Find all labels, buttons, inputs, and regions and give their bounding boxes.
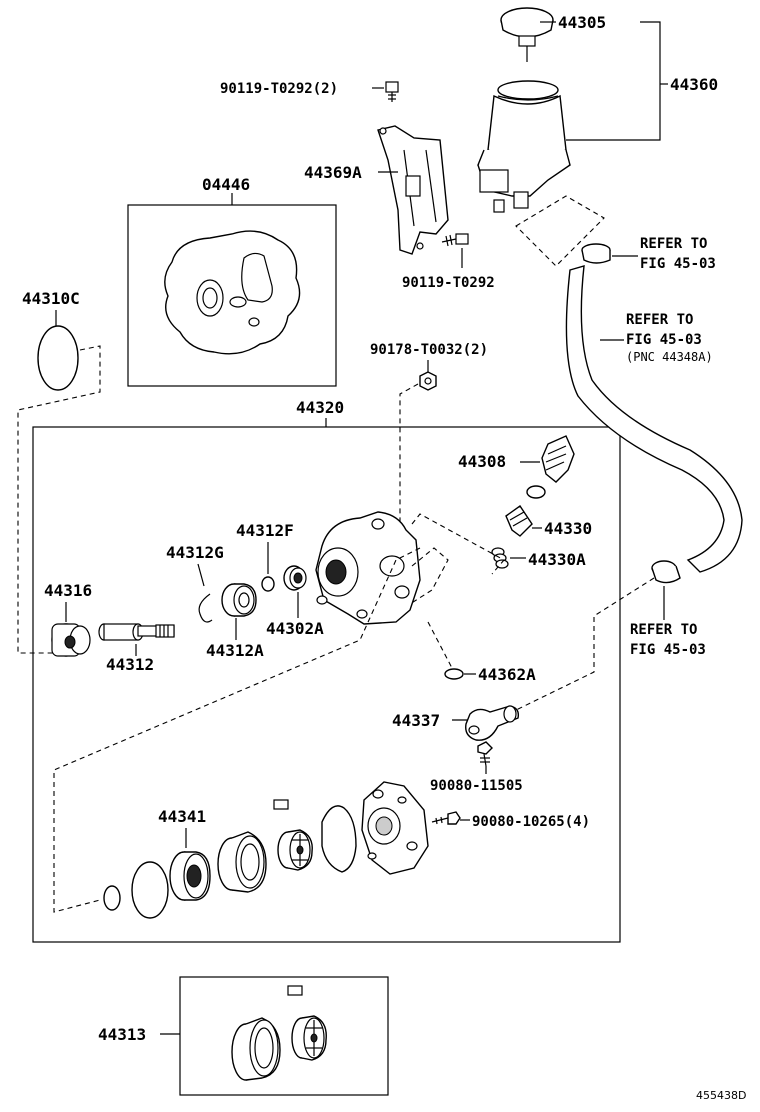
rotor-part: [273, 799, 313, 871]
cam-ring-kit-frame: [179, 976, 389, 1096]
label-90119-T0292-2: 90119-T0292(2): [220, 81, 338, 97]
bolt-90119-T0292-bottom: [441, 233, 469, 247]
pump-assembly-frame: [32, 426, 621, 943]
o-ring-44362A-part: [444, 668, 464, 680]
bolt-90119-T0292-top: [385, 81, 399, 102]
valve-44330-part: [505, 505, 533, 537]
label-44337: 44337: [392, 711, 440, 730]
o-ring-large-part: [131, 861, 169, 919]
label-44312: 44312: [106, 655, 154, 674]
refer-to-fig-1-line2: FIG 45-03: [640, 256, 716, 272]
side-plate-part: [169, 851, 211, 901]
o-ring-44312F-part: [261, 576, 275, 592]
label-44310C: 44310C: [22, 289, 80, 308]
rear-gasket-part: [321, 805, 357, 873]
refer-to-fig-3-line1: REFER TO: [630, 622, 697, 638]
label-90080-11505: 90080-11505: [430, 778, 523, 794]
rear-housing-part: [361, 781, 429, 875]
label-44313: 44313: [98, 1025, 146, 1044]
cam-ring-part: [217, 831, 267, 893]
rotor-kit-part: [287, 985, 327, 1061]
label-44316: 44316: [44, 581, 92, 600]
pump-front-housing-part: [315, 511, 421, 625]
label-44312F: 44312F: [236, 521, 294, 540]
label-44330: 44330: [544, 519, 592, 538]
refer-to-fig-1-line1: REFER TO: [640, 236, 707, 252]
refer-to-fig-2-line3: (PNC 44348A): [626, 350, 713, 364]
bolt-90080-10265-part: [431, 811, 461, 825]
pulley-44316-part: [51, 623, 91, 657]
reservoir-cap-part: [500, 7, 554, 62]
label-44305: 44305: [558, 13, 606, 32]
figure-id: 455438D: [696, 1089, 746, 1102]
label-44341: 44341: [158, 807, 206, 826]
label-04446: 04446: [202, 175, 250, 194]
refer-to-fig-3-line2: FIG 45-03: [630, 642, 706, 658]
label-44308: 44308: [458, 452, 506, 471]
oil-seal-44302A-part: [283, 565, 307, 591]
bolt-90080-11505-part: [477, 741, 493, 767]
return-hose-part: [565, 265, 743, 573]
spring-44330A-part: [491, 547, 509, 569]
label-90080-10265-4: 90080-10265(4): [472, 814, 590, 830]
shaft-44312-part: [98, 623, 175, 641]
refer-to-fig-2-line1: REFER TO: [626, 312, 693, 328]
label-44360: 44360: [670, 75, 718, 94]
label-44312A: 44312A: [206, 641, 264, 660]
label-44320: 44320: [296, 398, 344, 417]
bearing-44312A-part: [221, 583, 257, 617]
snap-ring-44312G-part: [198, 593, 213, 623]
label-44330A: 44330A: [528, 550, 586, 569]
refer-to-fig-2-line2: FIG 45-03: [626, 332, 702, 348]
label-44362A: 44362A: [478, 665, 536, 684]
label-90119-T0292: 90119-T0292: [402, 275, 495, 291]
label-90178-T0032-2: 90178-T0032(2): [370, 342, 488, 358]
o-ring-44308-part: [526, 485, 546, 499]
hose-clamp-upper: [581, 243, 611, 264]
union-fitting-44337-part: [465, 705, 520, 741]
reservoir-bracket-part: [377, 125, 449, 255]
o-ring-44310C-part: [37, 325, 79, 391]
cam-ring-kit-part: [231, 1017, 281, 1081]
label-44369A: 44369A: [304, 163, 362, 182]
o-ring-small-part: [103, 885, 121, 911]
hose-clamp-lower: [651, 560, 681, 584]
label-44312G: 44312G: [166, 543, 224, 562]
union-44308-part: [541, 435, 575, 483]
label-44302A: 44302A: [266, 619, 324, 638]
reservoir-tank-part: [477, 80, 571, 213]
gasket-kit-part: [164, 230, 301, 355]
